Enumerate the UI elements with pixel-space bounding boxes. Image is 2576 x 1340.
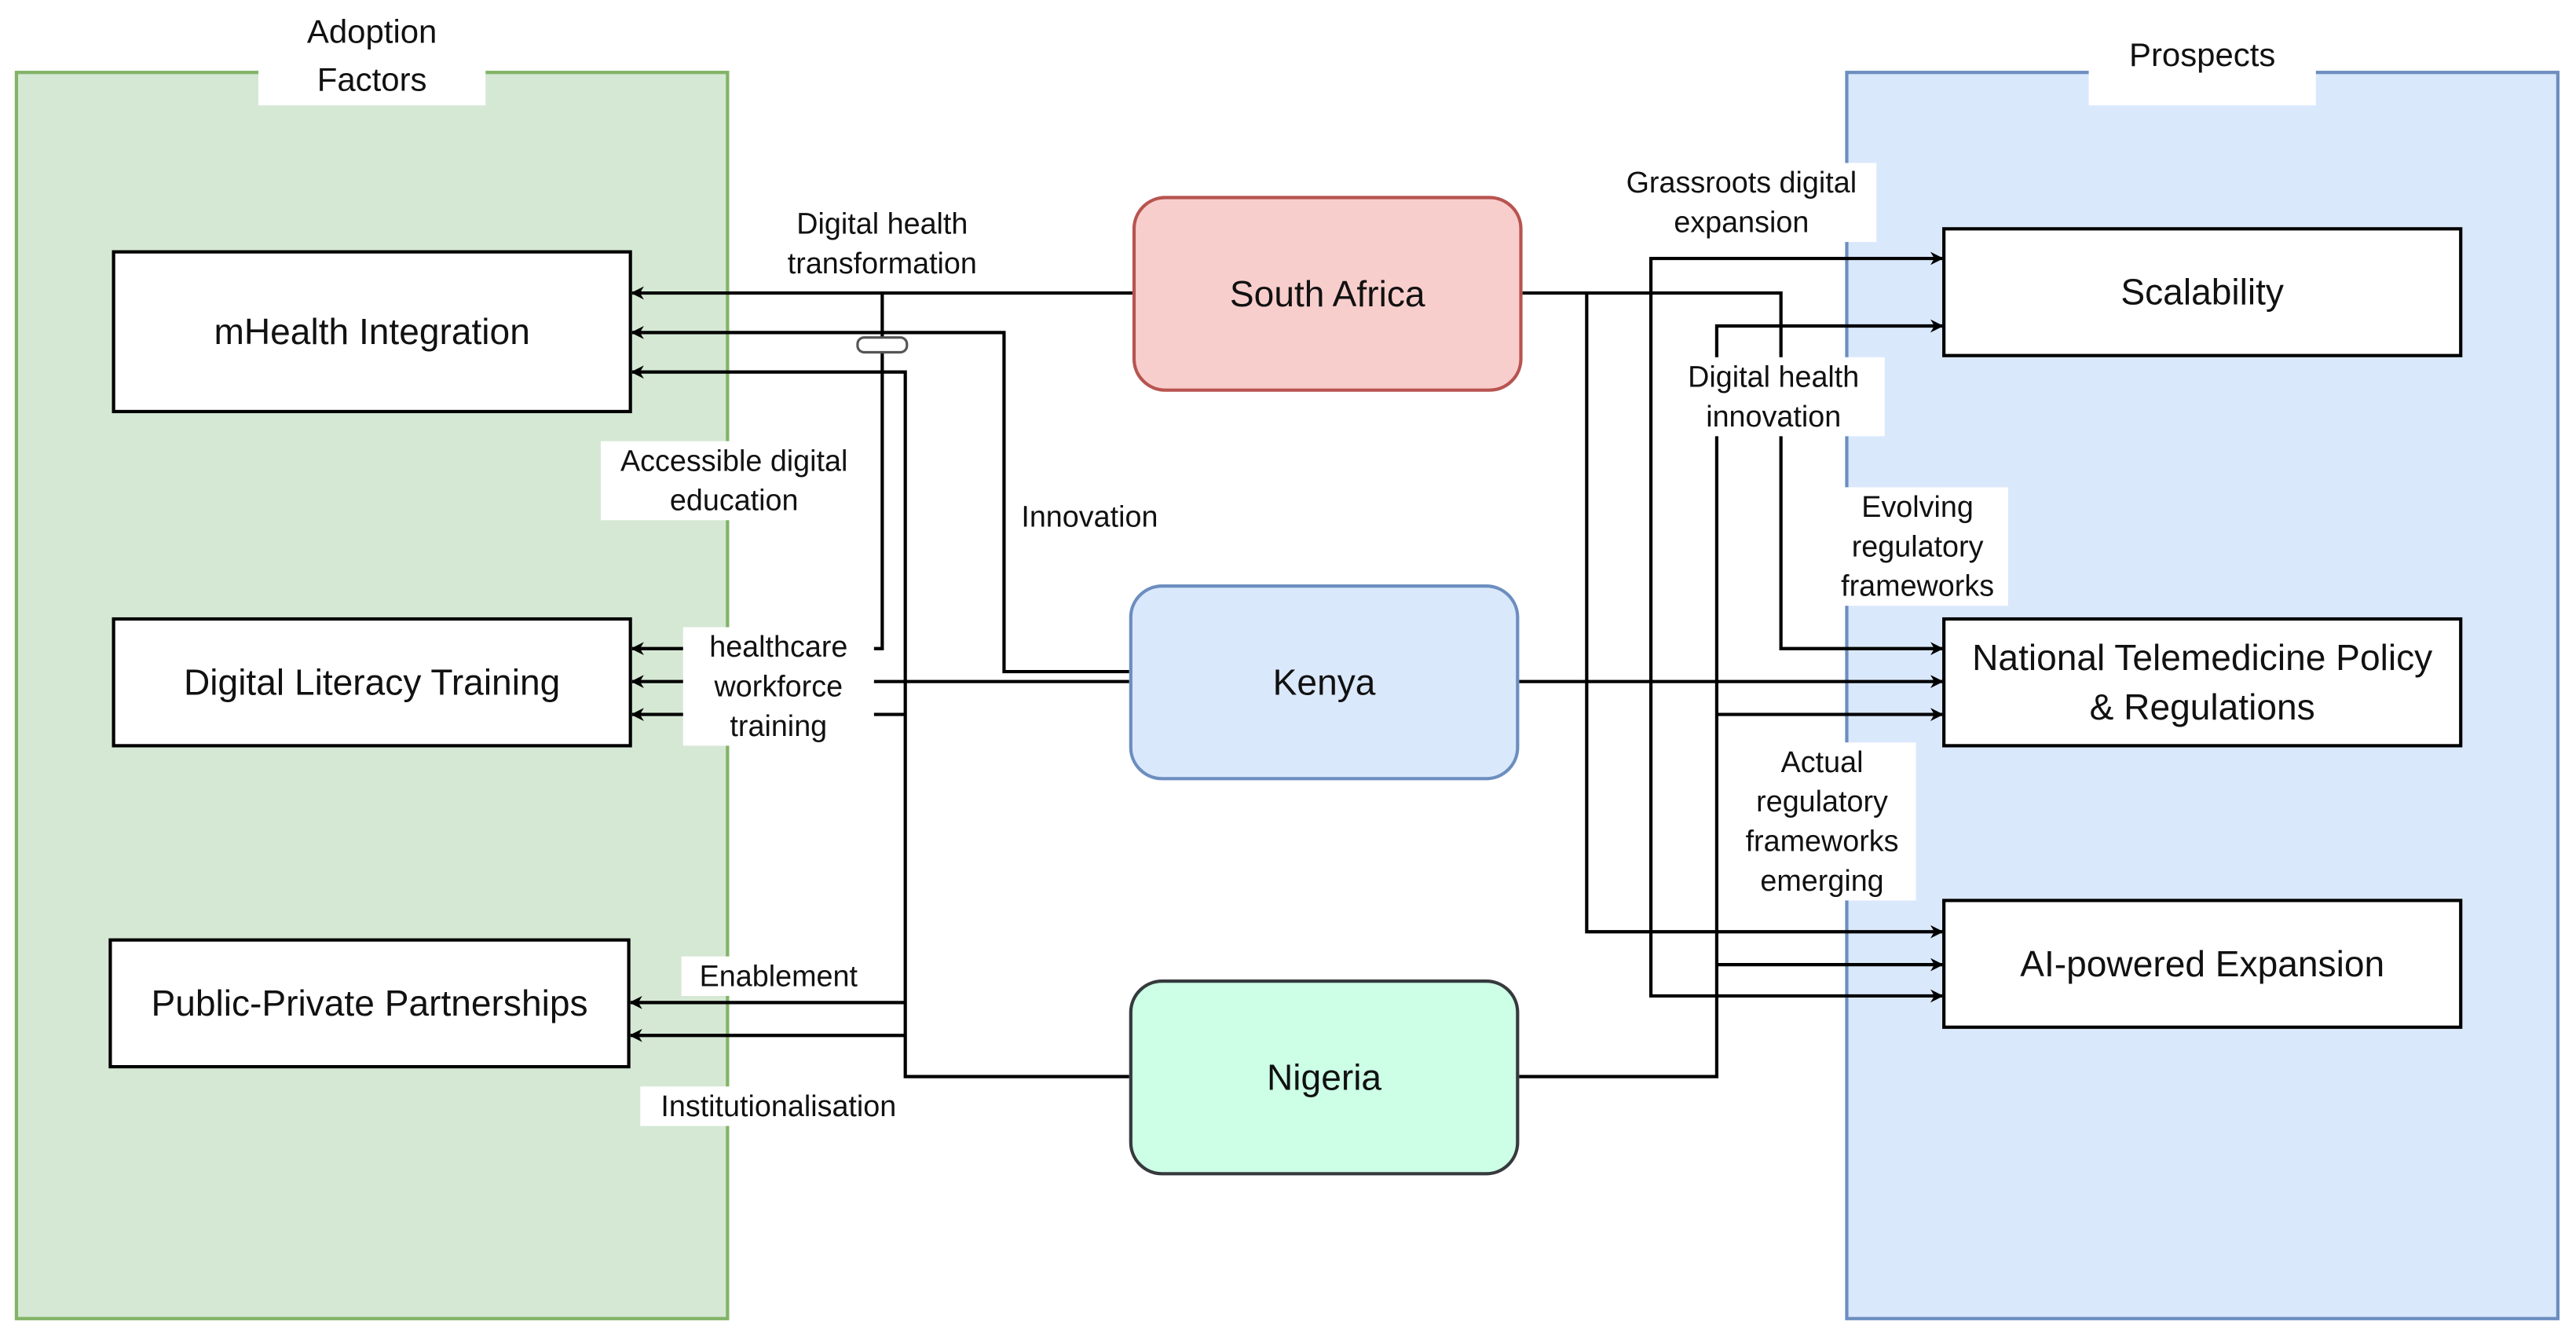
- node-mhealth-integration: mHealth Integration: [112, 250, 632, 414]
- node-ai-powered-expansion: AI-powered Expansion: [1942, 899, 2463, 1029]
- label-enablement: Enablement: [681, 956, 876, 996]
- label-healthcare-workforce-training: healthcare workforce training: [682, 627, 874, 746]
- label-evolving-regulatory-frameworks: Evolving regulatory frameworks: [1827, 487, 2008, 606]
- node-digital-literacy-training: Digital Literacy Training: [112, 617, 632, 748]
- label-actual-regulatory-frameworks-emerging: Actual regulatory frameworks emerging: [1728, 742, 1916, 901]
- label-institutionalisation: Institutionalisation: [640, 1086, 917, 1126]
- node-national-telemedicine-policy: National Telemedicine Policy & Regulatio…: [1942, 617, 2463, 748]
- label-innovation: Innovation: [1007, 496, 1173, 537]
- edge-kenya-mhealth: [631, 325, 1129, 674]
- edge-kenya-ai: [1648, 681, 1944, 1003]
- edge-nigeria-mhealth: [631, 365, 1129, 1078]
- adoption-factors-title: Adoption Factors: [258, 9, 486, 106]
- edge-south-africa-ai: [1585, 293, 1944, 939]
- node-scalability: Scalability: [1942, 227, 2463, 357]
- edge-nigeria-scalability: [1519, 319, 1944, 1078]
- label-digital-health-transformation: Digital health transformation: [765, 203, 1000, 284]
- node-south-africa: South Africa: [1132, 196, 1523, 392]
- node-kenya: Kenya: [1129, 584, 1520, 781]
- label-accessible-digital-education: Accessible digital education: [600, 441, 868, 521]
- node-public-private-partnerships: Public-Private Partnerships: [108, 938, 631, 1069]
- label-grassroots-digital-expansion: Grassroots digital expansion: [1606, 163, 1877, 243]
- prospects-title: Prospects: [2088, 32, 2316, 106]
- node-nigeria: Nigeria: [1129, 979, 1520, 1176]
- label-digital-health-innovation: Digital health innovation: [1662, 357, 1885, 437]
- line-jump-marker: [856, 336, 909, 354]
- edge-kenya-scalability: [1648, 251, 1944, 682]
